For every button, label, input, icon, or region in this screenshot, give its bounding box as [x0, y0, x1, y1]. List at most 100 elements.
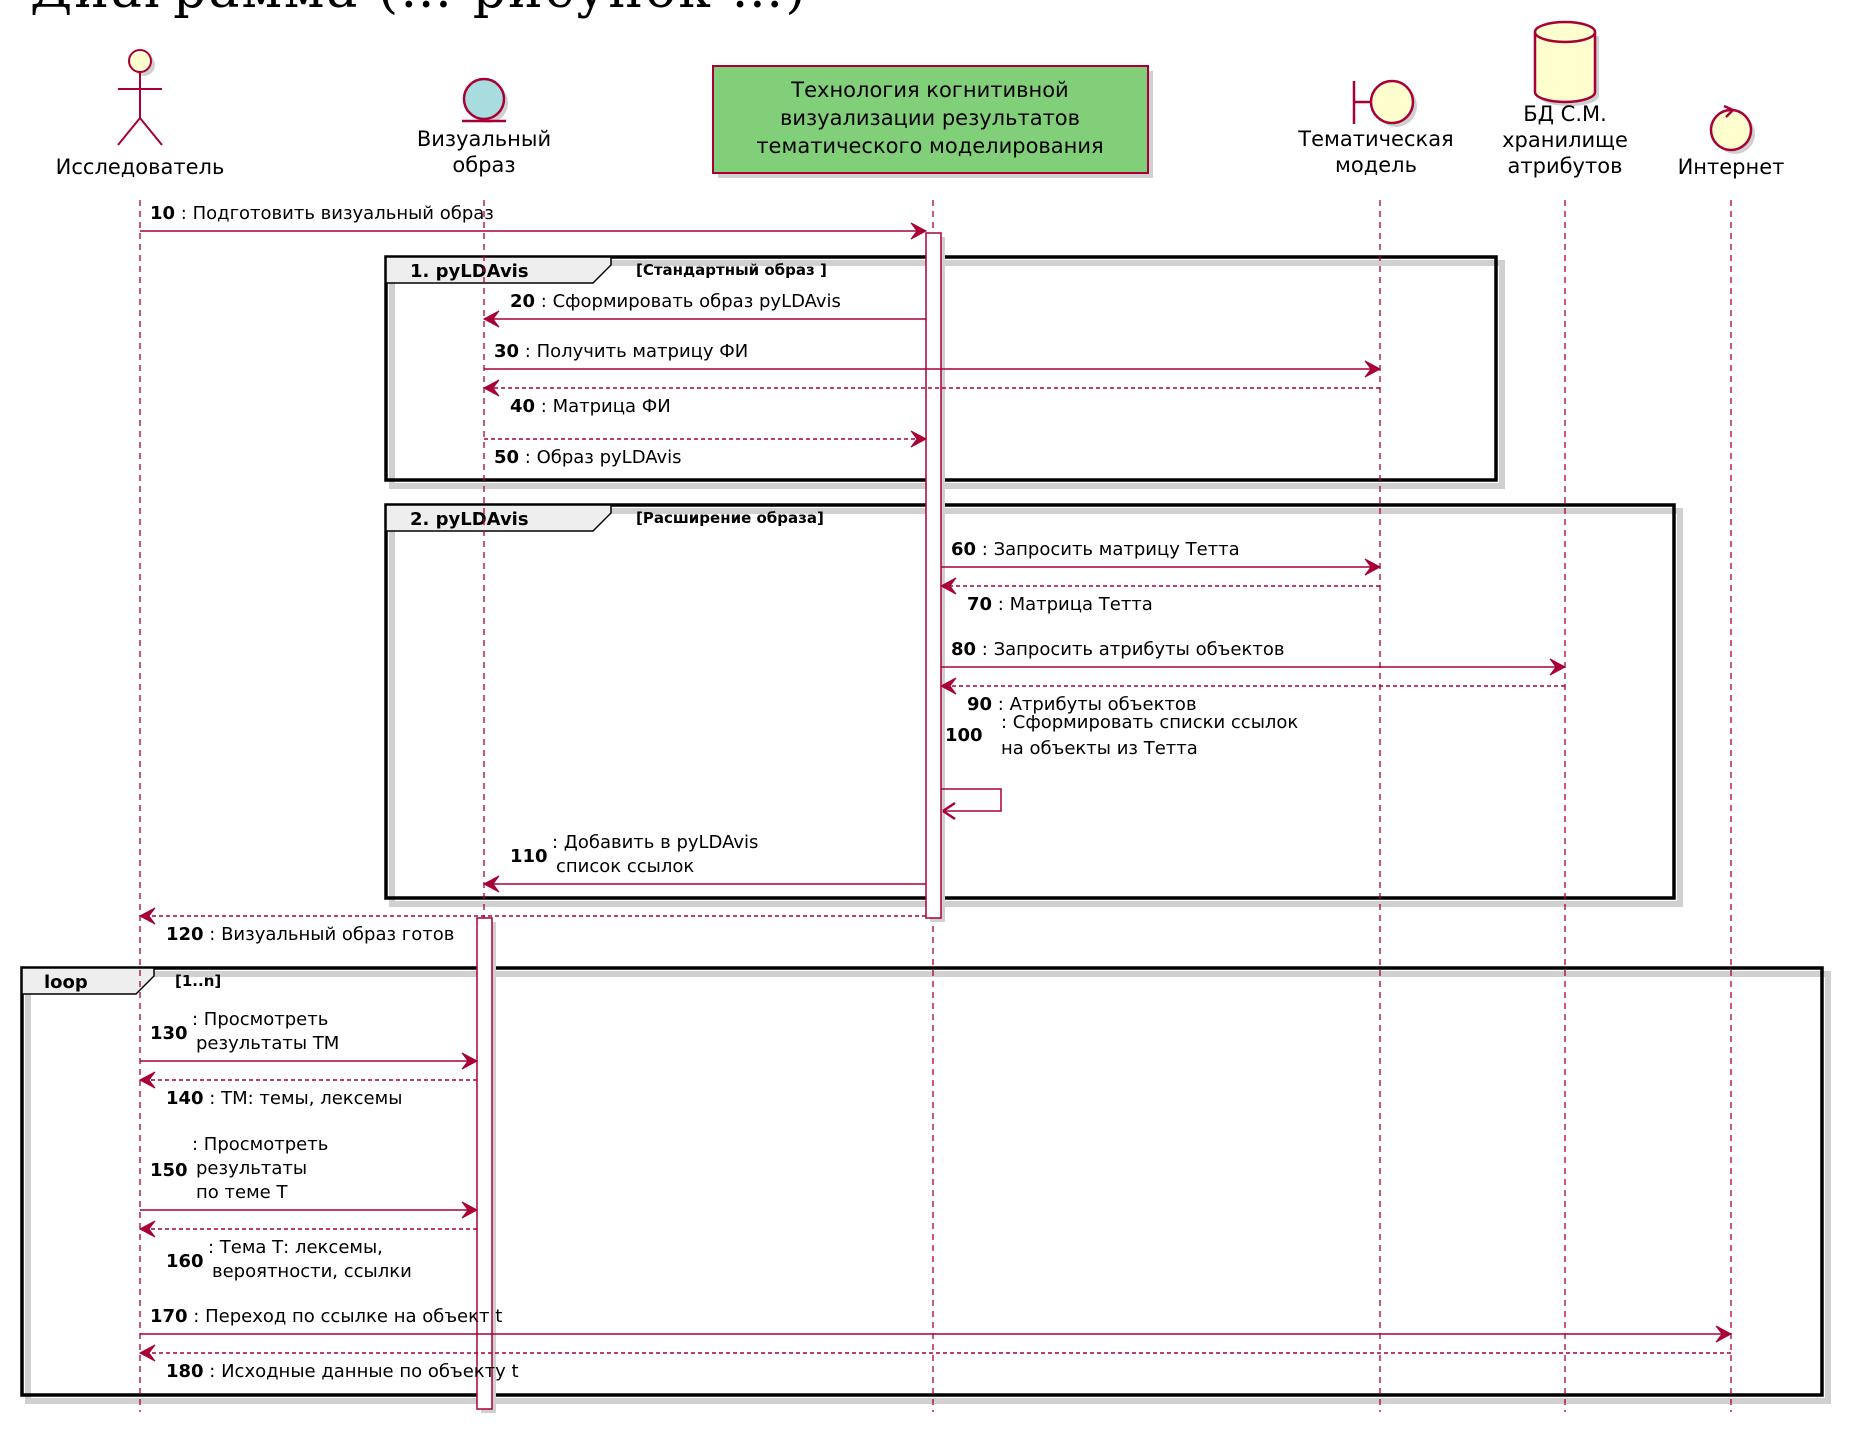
control-arrow [1723, 104, 1734, 118]
group-shadow [389, 508, 1683, 907]
arrow-head [939, 577, 957, 595]
message-label: 70 : Матрица Тетта [967, 594, 1153, 615]
group-name: 2. pyLDAvis [410, 509, 529, 530]
message-label: 50 : Образ pyLDAvis [494, 447, 682, 468]
activation-bar [476, 917, 493, 1410]
message-label: 90 : Атрибуты объектов [967, 694, 1197, 715]
message-text: : Исходные данные по объекту t [204, 1361, 519, 1382]
message-50: 50 : Образ pyLDAvis [484, 430, 928, 468]
activation-bars [476, 232, 945, 1413]
group-border [384, 503, 1676, 900]
message-text: : Запросить матрицу Тетта [976, 539, 1240, 560]
self-message-arrow [941, 788, 1002, 812]
message-text: : Запросить атрибуты объектов [976, 639, 1284, 660]
message-140: 140 : ТМ: темы, лексемы [138, 1071, 477, 1109]
arrow-head [1364, 558, 1382, 576]
message-number: 80 [951, 639, 976, 660]
arrow-head [138, 907, 156, 925]
message-40: 40 : Матрица ФИ [482, 379, 1380, 417]
message-label: по теме Т [196, 1182, 288, 1203]
group-shadow [389, 260, 1505, 489]
group-frame-group: 2. pyLDAvis [Расширение образа] [384, 503, 1683, 907]
message-number: 40 [510, 396, 535, 417]
message-label: 40 : Матрица ФИ [510, 396, 671, 417]
message-120: 120 : Визуальный образ готов [138, 907, 926, 945]
group-condition: [Расширение образа] [636, 509, 824, 527]
message-number: 60 [951, 539, 976, 560]
group-name: 1. pyLDAvis [410, 261, 529, 282]
message-number: 70 [967, 594, 992, 615]
participant-label: Интернет [1678, 155, 1785, 179]
participant-researcher: Исследователь [56, 49, 225, 179]
message-60: 60 : Запросить матрицу Тетта [941, 539, 1382, 576]
message-number: 110 [510, 846, 548, 867]
message-text: : Матрица Тетта [992, 594, 1153, 615]
arrow-head [1364, 360, 1382, 378]
message-180: 180 : Исходные данные по объекту t [138, 1344, 1731, 1382]
message-text: : Матрица ФИ [535, 396, 671, 417]
message-number: 160 [166, 1251, 204, 1272]
activation-bar [925, 232, 942, 919]
message-label: 170 : Переход по ссылке на объект t [150, 1306, 502, 1327]
participant-label: Тематическая [1297, 127, 1453, 151]
message-label: 80 : Запросить атрибуты объектов [951, 639, 1284, 660]
arrow-head [939, 677, 957, 695]
actor-leg-left [117, 117, 141, 146]
participant-label: тематического моделирования [756, 134, 1103, 158]
message-label: на объекты из Тетта [1001, 738, 1198, 759]
group-name: loop [44, 972, 88, 993]
message-text: : Визуальный образ готов [204, 924, 455, 945]
group-frames: 1. pyLDAvis[Стандартный образ ]2. pyLDAv… [20, 255, 1831, 1404]
message-label: 60 : Запросить матрицу Тетта [951, 539, 1240, 560]
message-text: : ТМ: темы, лексемы [204, 1088, 403, 1109]
database-top [1533, 20, 1597, 44]
arrow-head [942, 801, 956, 821]
arrow-head [1549, 658, 1567, 676]
boundary-icon [1352, 79, 1417, 127]
message-number: 130 [150, 1023, 188, 1044]
group-shadow [25, 971, 1831, 1404]
message-number: 20 [510, 291, 535, 312]
message-80: 80 : Запросить атрибуты объектов [941, 639, 1567, 676]
message-number: 170 [150, 1306, 188, 1327]
message-label: результаты ТМ [196, 1033, 339, 1054]
message-label: 10 : Подготовить визуальный образ [150, 203, 494, 224]
participant-label: Исследователь [56, 155, 225, 179]
entity-circle [462, 77, 506, 121]
control-icon [1709, 104, 1755, 154]
actor-head [128, 49, 152, 73]
participant-label: визуализации результатов [780, 106, 1080, 130]
message-text: : Получить матрицу ФИ [519, 341, 748, 362]
message-label: результаты [196, 1158, 307, 1179]
message-number: 100 [945, 725, 983, 746]
arrow-head [138, 1220, 156, 1238]
arrow-head [482, 310, 500, 328]
message-10: 10 : Подготовить визуальный образ [140, 203, 928, 240]
actor-icon [117, 49, 163, 146]
arrow-head [910, 222, 928, 240]
message-text: : Подготовить визуальный образ [175, 203, 494, 224]
database-icon [1533, 20, 1599, 106]
message-30: 30 : Получить матрицу ФИ [484, 341, 1382, 378]
arrow-head [461, 1052, 479, 1070]
arrow-head [461, 1201, 479, 1219]
message-number: 30 [494, 341, 519, 362]
message-label: : Добавить в pyLDAvis [552, 832, 758, 853]
messages: 10 : Подготовить визуальный образ 20 : Сф… [138, 203, 1733, 1382]
participant-label: Визуальный [417, 127, 551, 151]
message-text: : Атрибуты объектов [992, 694, 1197, 715]
message-20: 20 : Сформировать образ pyLDAvis [482, 291, 926, 328]
participant-label: хранилище [1502, 128, 1628, 152]
group-tab [21, 967, 155, 995]
participant-internet: Интернет [1678, 104, 1785, 179]
message-number: 90 [967, 694, 992, 715]
participant-label: образ [452, 153, 515, 177]
clipped-page-title: Диаграмма (… рисунок …) [30, 0, 808, 20]
